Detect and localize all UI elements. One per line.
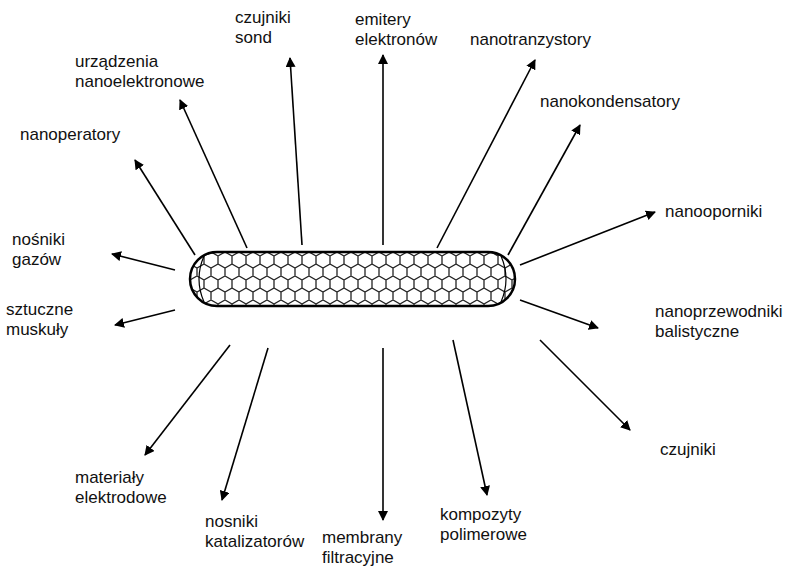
application-label: nanoprzewodniki balistyczne — [655, 302, 783, 342]
application-arrows — [112, 55, 655, 520]
application-label: nanokondensatory — [540, 92, 680, 112]
application-label: sztuczne muskuły — [6, 300, 73, 340]
application-label: nośniki gazów — [12, 230, 65, 270]
application-label: czujniki — [660, 440, 716, 460]
application-label: czujniki sond — [235, 8, 291, 48]
application-label: membrany filtracyjne — [322, 528, 402, 568]
nanotube — [190, 252, 515, 306]
application-label: materiały elektrodowe — [75, 468, 167, 508]
application-label: emitery elektronów — [355, 10, 437, 50]
application-label: nanoperatory — [20, 125, 120, 145]
application-label: nanotranzystory — [470, 30, 591, 50]
application-label: kompozyty polimerowe — [440, 505, 527, 545]
application-label: nanooporniki — [665, 202, 762, 222]
application-label: urządzenia nanoelektronowe — [75, 52, 204, 92]
application-label: nosniki katalizatorów — [205, 512, 304, 552]
